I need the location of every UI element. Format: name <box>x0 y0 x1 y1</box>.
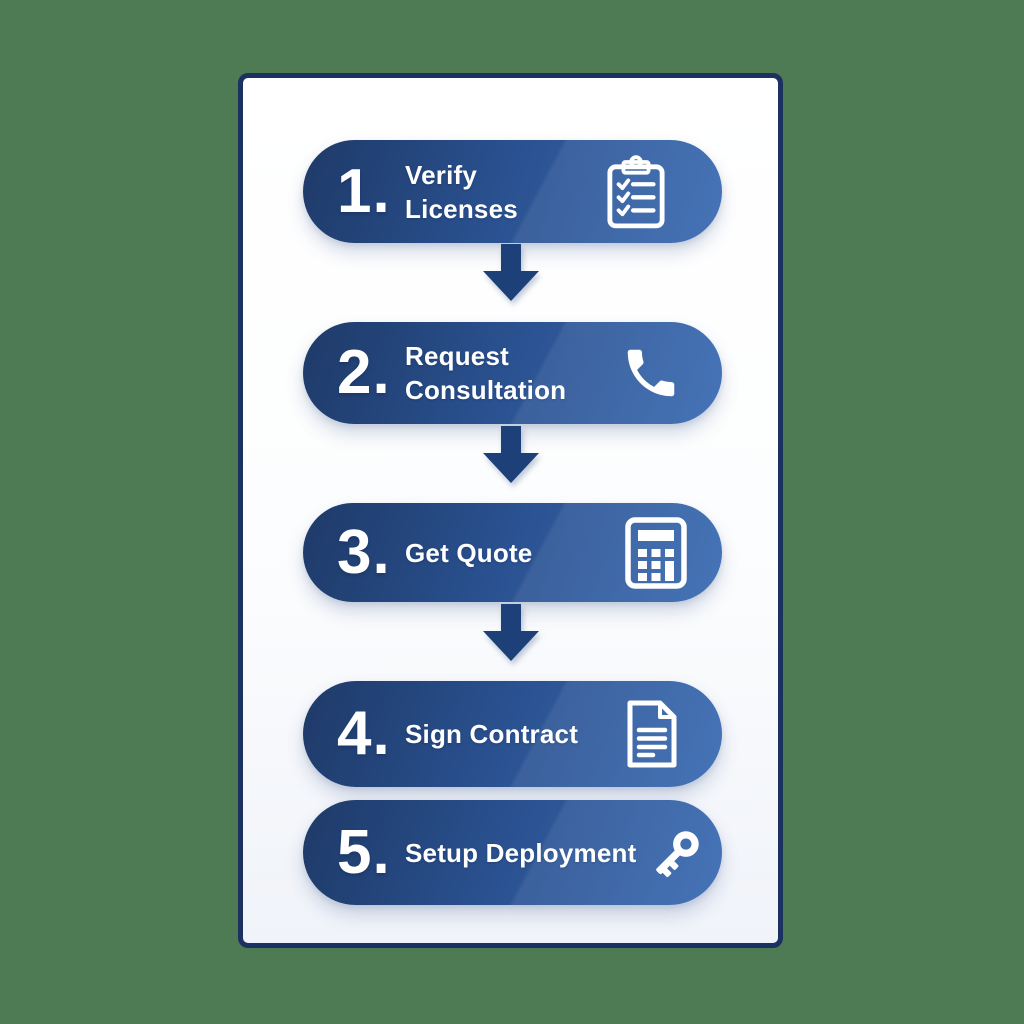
step-label: Sign Contract <box>405 719 579 750</box>
calculator-icon <box>624 516 688 589</box>
arrow-down-icon <box>481 426 541 484</box>
step-number: 5. <box>337 817 391 887</box>
flowchart-card: 1. Verify Licenses 2. Request Consultati… <box>238 73 783 948</box>
step-number: 1. <box>337 156 391 226</box>
arrow-down-icon <box>481 244 541 302</box>
key-icon <box>646 822 708 884</box>
document-icon <box>622 700 682 768</box>
step-pill-verify-licenses: 1. Verify Licenses <box>303 140 722 243</box>
step-label: Setup Deployment <box>405 837 637 868</box>
step-label: Request Consultation <box>405 341 567 405</box>
step-number: 3. <box>337 517 391 587</box>
step-number: 4. <box>337 699 391 768</box>
clipboard-checklist-icon <box>606 154 666 230</box>
step-pill-setup-deployment: 5. Setup Deployment <box>303 800 722 905</box>
step-pill-get-quote: 3. Get Quote <box>303 503 722 602</box>
step-label: Verify Licenses <box>405 159 518 224</box>
step-number: 2. <box>337 338 391 407</box>
phone-icon <box>620 342 682 404</box>
arrow-down-icon <box>481 604 541 662</box>
step-pill-sign-contract: 4. Sign Contract <box>303 681 722 787</box>
step-label: Get Quote <box>405 537 533 568</box>
step-pill-request-consultation: 2. Request Consultation <box>303 322 722 424</box>
